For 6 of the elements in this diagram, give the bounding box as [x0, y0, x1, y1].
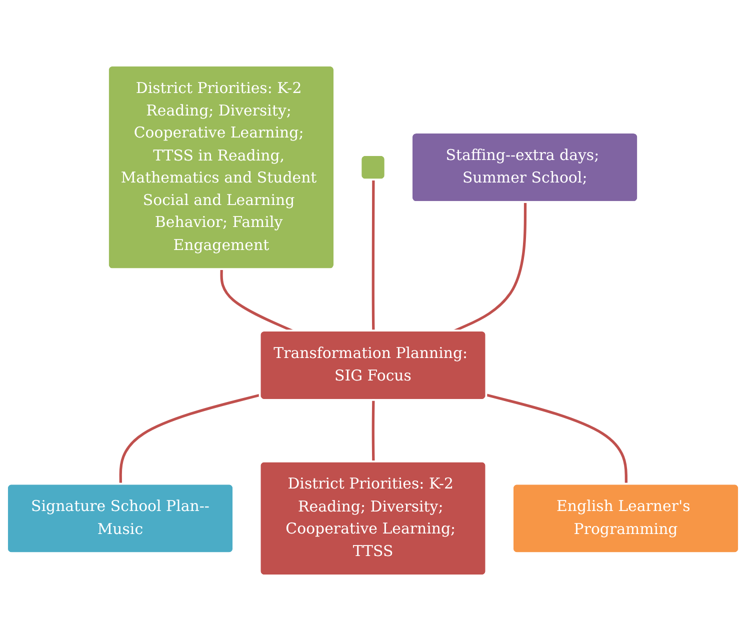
- connector: [453, 202, 527, 332]
- connector: [119, 394, 261, 484]
- connector: [220, 270, 294, 332]
- connector: [486, 394, 628, 484]
- connector: [372, 400, 375, 462]
- connector: [372, 180, 375, 332]
